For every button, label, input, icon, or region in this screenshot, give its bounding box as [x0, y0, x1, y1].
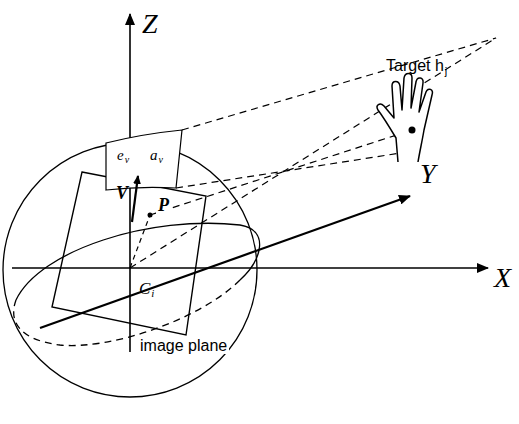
projection-line — [130, 38, 496, 268]
subscript: v — [159, 155, 163, 165]
hand-center — [409, 127, 416, 134]
center-label: C — [139, 280, 150, 297]
x-axis — [12, 267, 488, 269]
axis-label: X — [494, 264, 511, 292]
v-vector — [132, 176, 138, 222]
symbol-label: a — [150, 148, 158, 163]
point-label: P — [156, 196, 171, 214]
projection-line — [176, 150, 420, 188]
axis-label: Z — [142, 10, 158, 38]
subscript: v — [125, 155, 129, 165]
y-axis — [40, 196, 410, 328]
point-p — [148, 213, 153, 218]
subscript: i — [151, 288, 154, 299]
subscript: j — [445, 66, 447, 77]
projection-line — [130, 215, 150, 268]
target-label: Target h — [386, 58, 444, 74]
image-plane — [52, 172, 206, 335]
symbol-label: e — [117, 148, 124, 163]
vector-label: V — [116, 184, 128, 202]
equator-hidden — [14, 280, 240, 346]
plane-label: image plane — [138, 338, 229, 354]
projection-line — [150, 130, 412, 215]
projection-line — [182, 38, 496, 130]
axis-label: Y — [420, 160, 436, 188]
hand-target — [377, 74, 432, 163]
sphere-patch — [106, 130, 182, 190]
